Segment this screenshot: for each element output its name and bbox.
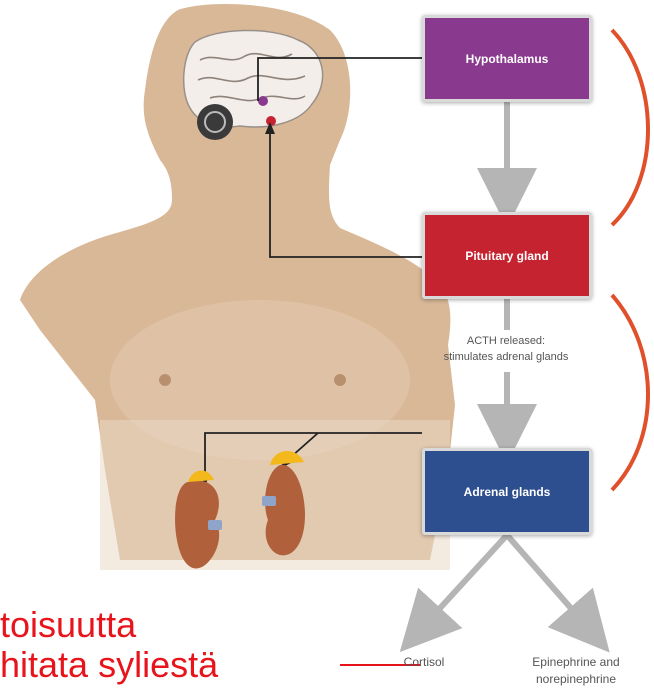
pituitary-box: Pituitary gland: [422, 212, 592, 299]
acth-line-1: ACTH released:: [388, 333, 624, 349]
acth-line-2: stimulates adrenal glands: [388, 349, 624, 365]
epinephrine-line-2: norepinephrine: [498, 671, 654, 688]
overlay-text-line-2: hitata syliestä: [0, 644, 218, 686]
pituitary-label: Pituitary gland: [465, 249, 548, 263]
cortisol-label: Cortisol: [376, 654, 472, 671]
overlay-text-line-1: toisuutta: [0, 604, 136, 646]
epinephrine-label: Epinephrine and norepinephrine: [498, 654, 654, 688]
hypothalamus-label: Hypothalamus: [466, 52, 549, 66]
adrenal-box: Adrenal glands: [422, 448, 592, 535]
hypothalamus-box: Hypothalamus: [422, 15, 592, 102]
bracket-upper: [612, 30, 648, 225]
adrenal-label: Adrenal glands: [464, 485, 551, 499]
bracket-lower: [612, 295, 648, 490]
flow-arrow-epinephrine: [507, 535, 590, 630]
nipple-left: [159, 374, 171, 386]
hypothalamus-marker: [258, 96, 268, 106]
epinephrine-line-1: Epinephrine and: [498, 654, 654, 671]
acth-note: ACTH released: stimulates adrenal glands: [388, 333, 624, 365]
cerebellum: [197, 104, 233, 140]
nipple-right: [334, 374, 346, 386]
